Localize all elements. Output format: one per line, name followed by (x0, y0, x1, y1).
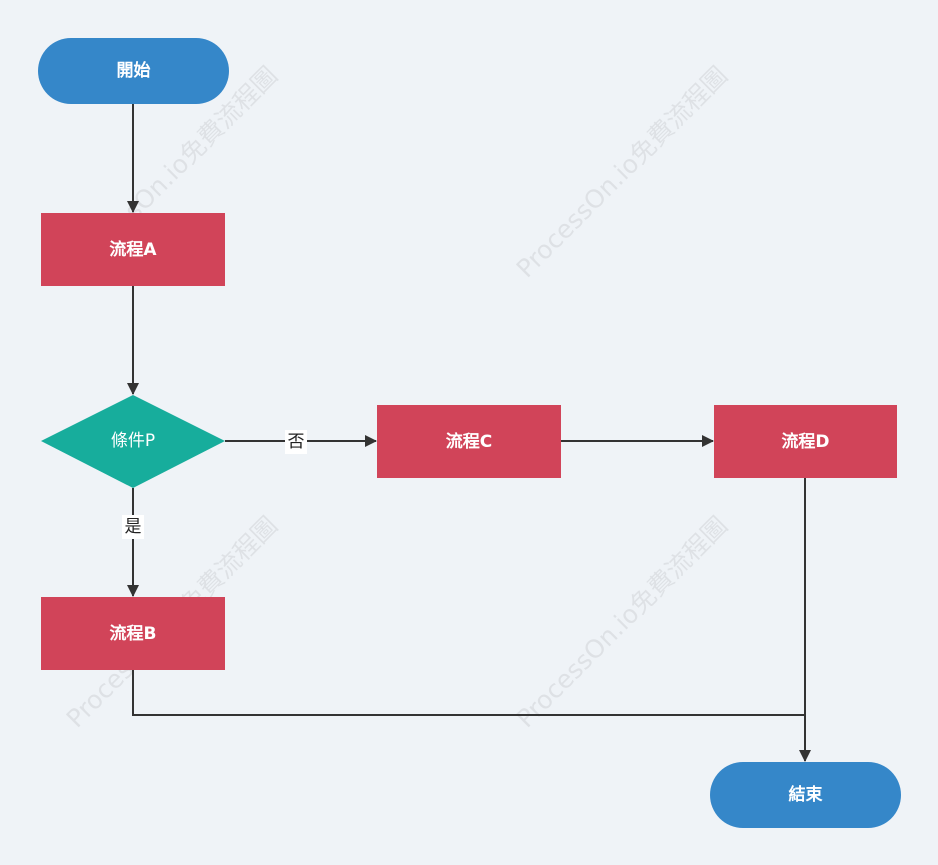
process-d-shape (714, 405, 897, 478)
watermark-text-2: ProcessOn.io免費流程圖 (511, 61, 733, 283)
edge-process-b-to-end[interactable] (132, 670, 805, 716)
process-c-shape (377, 405, 561, 478)
node-process-b[interactable]: 流程B (41, 597, 225, 670)
node-condition-p[interactable]: 條件P (41, 395, 225, 488)
node-process-d[interactable]: 流程D (714, 405, 897, 478)
edge-label-yes-text: 是 (125, 517, 142, 537)
edge-label-no-background (285, 430, 307, 454)
end-label: 結束 (789, 784, 823, 805)
start-terminal-shape (38, 38, 229, 104)
node-process-c[interactable]: 流程C (377, 405, 561, 478)
edge-label-yes: 是 (122, 515, 144, 539)
start-label: 開始 (117, 60, 151, 81)
process-d-label: 流程D (781, 431, 829, 452)
edge-label-no: 否 (285, 430, 307, 454)
node-end[interactable]: 結束 (710, 762, 901, 828)
process-c-label: 流程C (446, 431, 492, 452)
process-a-label: 流程A (109, 239, 157, 260)
edge-label-yes-background (122, 515, 144, 539)
process-b-shape (41, 597, 225, 670)
edge-layer (127, 104, 811, 762)
condition-p-diamond-shape (41, 395, 225, 488)
process-b-label: 流程B (110, 623, 157, 644)
node-start[interactable]: 開始 (38, 38, 229, 104)
watermark-text-4: ProcessOn.io免費流程圖 (511, 511, 733, 733)
process-a-shape (41, 213, 225, 286)
end-terminal-shape (710, 762, 901, 828)
edge-label-no-text: 否 (288, 432, 305, 452)
condition-p-label: 條件P (111, 431, 155, 451)
node-process-a[interactable]: 流程A (41, 213, 225, 286)
